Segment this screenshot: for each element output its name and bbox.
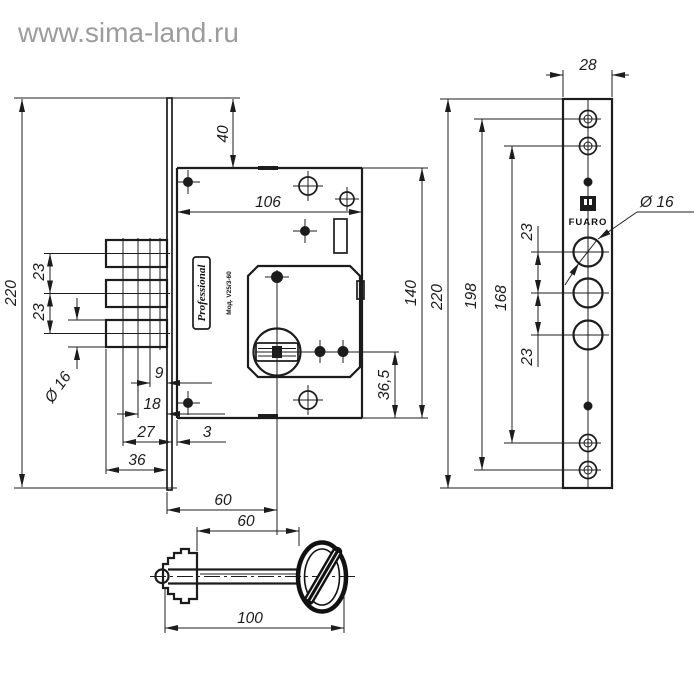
key-bit	[161, 547, 199, 605]
faceplate-bolt-holes: Ø 16	[564, 194, 694, 351]
dim-step-18: 18	[143, 396, 161, 413]
lock-body-view: Professional Мод. V25/3-60 220 40 106 14…	[3, 97, 428, 535]
dim-faceplate-width: 28	[578, 57, 597, 74]
dim-overall-height: 220	[3, 280, 20, 307]
case-top-notch	[258, 166, 278, 170]
fuaro-logo: FUARO	[569, 196, 608, 228]
key-bow	[295, 540, 349, 614]
key-cylinder	[252, 327, 302, 377]
dim-step-9: 9	[155, 365, 164, 382]
dim-outer-screw-span: 198	[463, 283, 480, 309]
cylinder-plate	[246, 264, 399, 535]
faceplate-screw-holes	[575, 109, 601, 480]
mount-holes	[176, 170, 359, 415]
dim-bolt-throw: 36	[128, 452, 146, 469]
dim-bolt-diameter: Ø 16	[41, 368, 75, 406]
deadbolts	[44, 238, 170, 474]
key-tip	[154, 568, 170, 585]
dim-body-width: 106	[255, 194, 281, 211]
key-view: 60 100	[150, 513, 355, 633]
fuaro-brand-text: FUARO	[569, 217, 608, 228]
key-dimensions: 60 100	[164, 513, 345, 633]
dim-plate-overhang: 40	[215, 125, 232, 143]
dim-body-height: 140	[403, 280, 420, 306]
dim-bolt-pitch-upper: 23	[31, 263, 48, 282]
watermark-text: www.sima-land.ru	[17, 17, 239, 48]
dim-plate-gap: 3	[203, 424, 212, 441]
dim-inner-screw-span: 168	[493, 285, 510, 311]
professional-label-text: Professional	[196, 264, 208, 322]
faceplate-dimensions: 28 220 198 168 23 23	[429, 57, 629, 489]
lever-slot	[333, 218, 348, 254]
dim-hole-pitch-upper: 23	[519, 223, 536, 242]
fuaro-logo-icon	[580, 196, 596, 211]
dim-bit-to-bow: 60	[237, 513, 255, 530]
faceplate-view: FUARO Ø 16 28	[429, 57, 694, 490]
dim-overall-length: 100	[237, 610, 263, 627]
keyhole	[255, 342, 299, 362]
dim-faceplate-height: 220	[429, 284, 446, 311]
dim-axis-to-bottom: 36,5	[376, 370, 393, 401]
case-bottom-notch	[258, 414, 278, 418]
dim-hole-diameter: Ø 16	[639, 194, 674, 211]
dim-backset: 60	[214, 492, 232, 509]
dim-step-27: 27	[136, 424, 156, 441]
dim-bolt-pitch-lower: 23	[31, 303, 48, 322]
professional-label: Professional Мод. V25/3-60	[192, 256, 233, 330]
model-label-text: Мод. V25/3-60	[226, 271, 233, 315]
dim-hole-pitch-lower: 23	[519, 348, 536, 367]
